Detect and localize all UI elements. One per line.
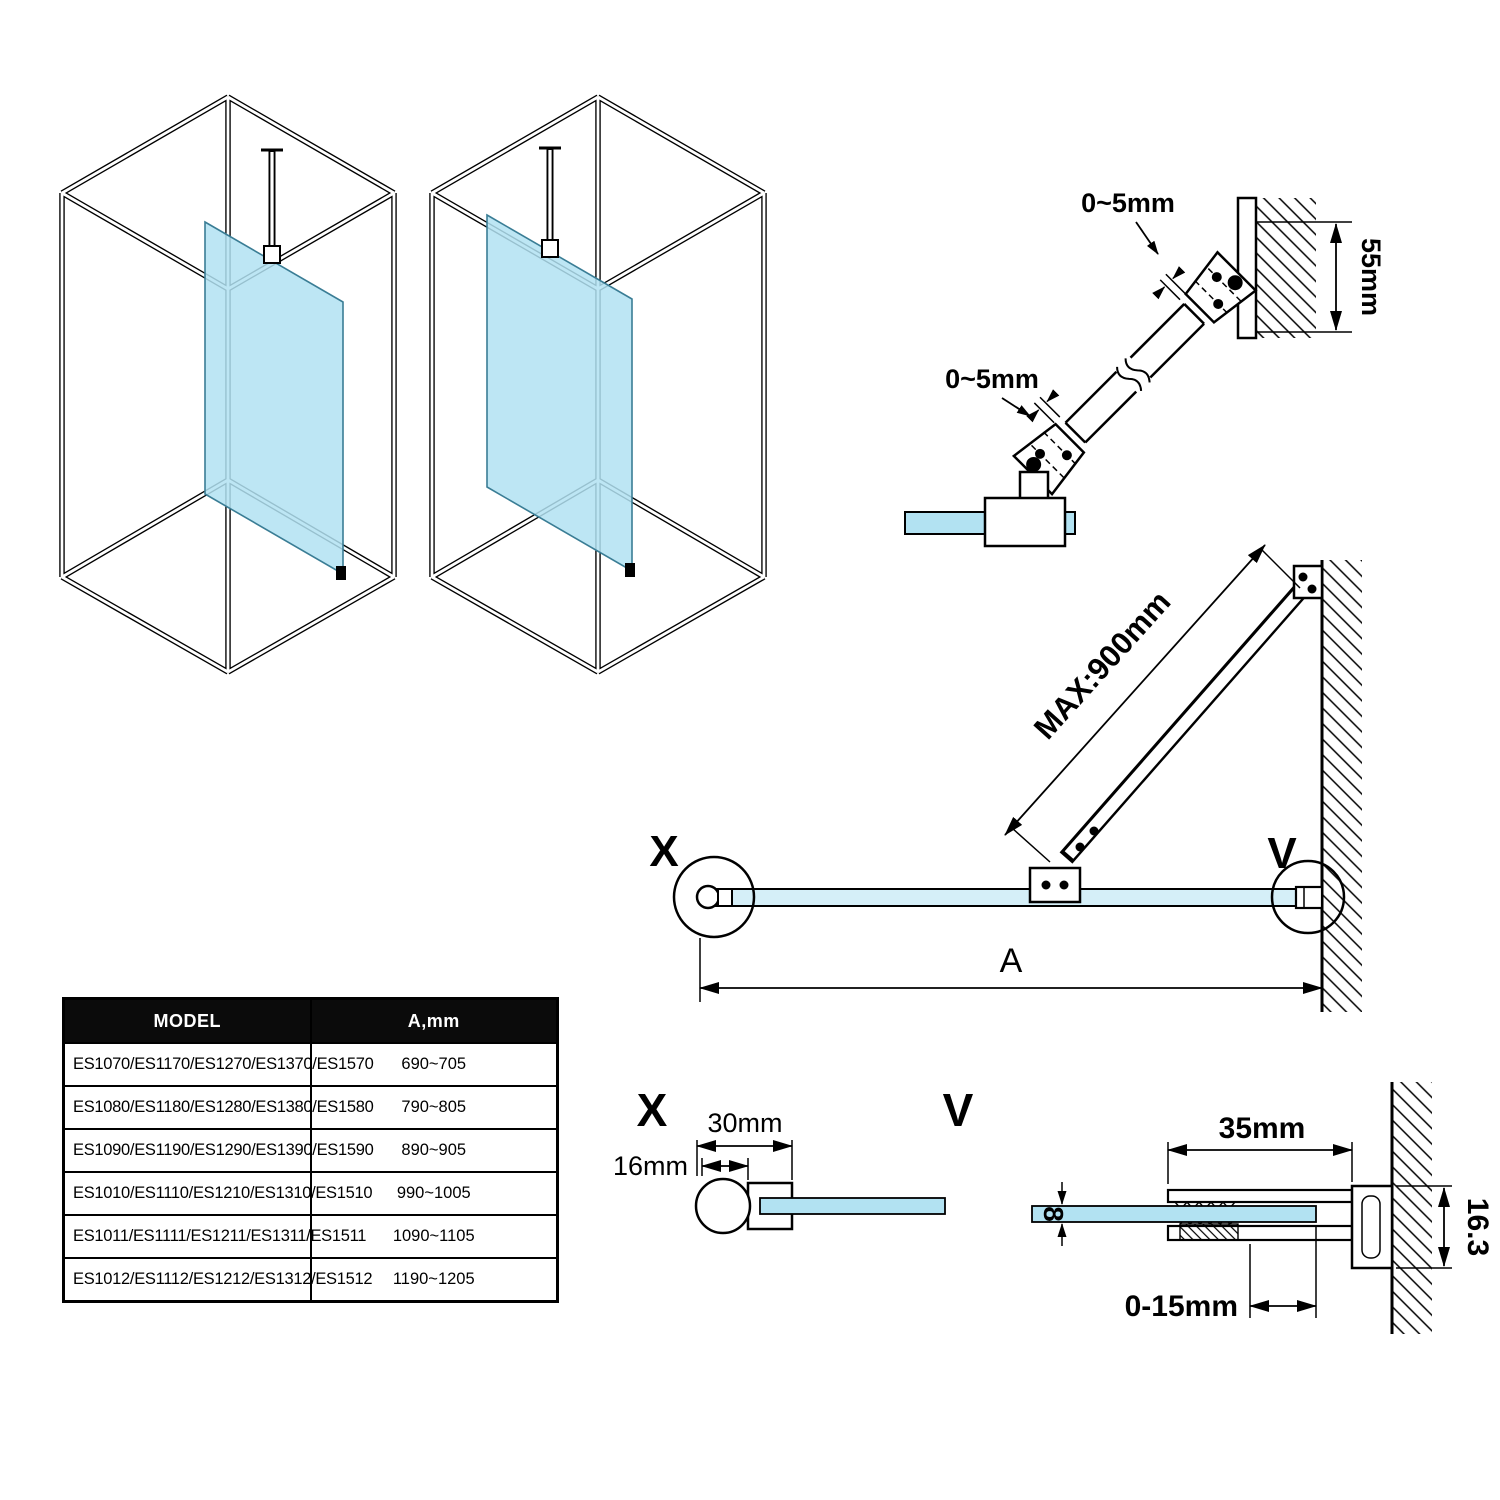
- v-height-label: 16.3: [1461, 1198, 1494, 1256]
- table-row: ES1070/ES1170/ES1270/ES1370/ES1570 690~7…: [62, 1042, 559, 1087]
- v-top-arm: [1166, 1188, 1354, 1204]
- x-round-tube: [694, 1177, 752, 1235]
- support-bar-assembly: [1011, 250, 1258, 497]
- header-a-mm: A,mm: [309, 997, 559, 1044]
- callout-circle-x: [672, 855, 756, 939]
- wall-plate: [1236, 196, 1258, 340]
- glass-panel-right: [486, 213, 633, 573]
- glass-panel-plan: [714, 888, 1315, 907]
- model-cell: ES1011/ES1111/ES1211/ES1311/ES1511: [62, 1214, 366, 1259]
- wall-hatch-bracket: [1256, 198, 1316, 338]
- support-bar-right: [539, 146, 561, 258]
- callout-circle-v: [1270, 859, 1346, 935]
- table-header-row: MODEL A,mm: [62, 997, 559, 1044]
- support-bar-left: [261, 148, 283, 264]
- model-cell: ES1090/ES1190/ES1290/ES1390/ES1590: [62, 1128, 374, 1173]
- bar-clamp-right: [541, 239, 559, 258]
- end-profile-channel: [717, 888, 733, 907]
- wall-hatch-plan: [1322, 560, 1362, 1012]
- width-a-label: A: [1000, 942, 1023, 980]
- model-cell: ES1080/ES1180/ES1280/ES1380/ES1580: [62, 1085, 374, 1130]
- bracket-detail: 0~5mm 0~5mm 55mm: [904, 188, 1386, 548]
- table-row: ES1012/ES1112/ES1212/ES1312/ES1512 1190~…: [62, 1257, 559, 1303]
- a-mm-cell: 1090~1105: [309, 1214, 559, 1259]
- wall-hatch-v: [1392, 1082, 1432, 1334]
- model-table: MODEL A,mm ES1070/ES1170/ES1270/ES1370/E…: [62, 997, 559, 1303]
- a-mm-cell: 990~1005: [309, 1171, 559, 1216]
- a-mm-cell: 790~805: [309, 1085, 559, 1130]
- v-wall-plate-slot: [1361, 1195, 1381, 1259]
- wall-profile-plan: [1294, 885, 1324, 910]
- header-model: MODEL: [62, 997, 312, 1044]
- end-profile-tube: [695, 884, 721, 910]
- gap-top-label: 0~5mm: [1081, 188, 1175, 218]
- detail-v-title: V: [943, 1084, 974, 1136]
- a-mm-cell: 690~705: [309, 1042, 559, 1087]
- callout-x-label: X: [649, 827, 678, 876]
- detail-v-section: V 35mm 16.3 8 0-15mm: [943, 1082, 1494, 1334]
- max-length-label: MAX:900mm: [1027, 584, 1178, 746]
- model-cell: ES1070/ES1170/ES1270/ES1370/ES1570: [62, 1042, 374, 1087]
- glass-clamp-block: [983, 496, 1067, 548]
- callout-v-label: V: [1267, 829, 1297, 878]
- v-glass: [1031, 1205, 1317, 1223]
- a-mm-cell: 1190~1205: [309, 1257, 559, 1303]
- wall-pivot-bolt: [1227, 275, 1243, 291]
- detail-x-title: X: [637, 1084, 668, 1136]
- x-glass: [759, 1197, 946, 1215]
- bar-wall-bracket: [1292, 564, 1324, 600]
- x-width-label: 30mm: [707, 1108, 782, 1138]
- model-cell: ES1010/ES1110/ES1210/ES1310/ES1510: [62, 1171, 373, 1216]
- model-cell: ES1012/ES1112/ES1212/ES1312/ES1512: [62, 1257, 373, 1303]
- v-glass-thickness-label: 8: [1038, 1206, 1069, 1222]
- a-mm-cell: 890~905: [309, 1128, 559, 1173]
- x-inset-label: 16mm: [613, 1151, 688, 1181]
- table-row: ES1080/ES1180/ES1280/ES1380/ES1580 790~8…: [62, 1085, 559, 1130]
- shower-box-left: [62, 97, 394, 672]
- shower-box-right: [432, 97, 764, 672]
- table-row: ES1011/ES1111/ES1211/ES1311/ES1511 1090~…: [62, 1214, 559, 1259]
- table-row: ES1090/ES1190/ES1290/ES1390/ES1590 890~9…: [62, 1128, 559, 1173]
- v-adjustment-label: 0-15mm: [1125, 1290, 1238, 1323]
- v-width-label: 35mm: [1219, 1112, 1306, 1145]
- wall-depth-label: 55mm: [1356, 238, 1386, 316]
- glass-pivot-bolt: [1026, 456, 1042, 472]
- v-wall-plate: [1350, 1184, 1394, 1270]
- bar-clamp-left: [263, 245, 281, 264]
- table-row: ES1010/ES1110/ES1210/ES1310/ES1510 990~1…: [62, 1171, 559, 1216]
- bar-glass-clamp: [1028, 866, 1082, 904]
- floor-foot-left: [336, 566, 346, 580]
- plan-view: X V MAX:900mm A: [649, 544, 1362, 1012]
- floor-foot-right: [625, 563, 635, 577]
- gap-mid-label: 0~5mm: [945, 364, 1039, 394]
- detail-x-section: X 30mm 16mm: [613, 1084, 946, 1235]
